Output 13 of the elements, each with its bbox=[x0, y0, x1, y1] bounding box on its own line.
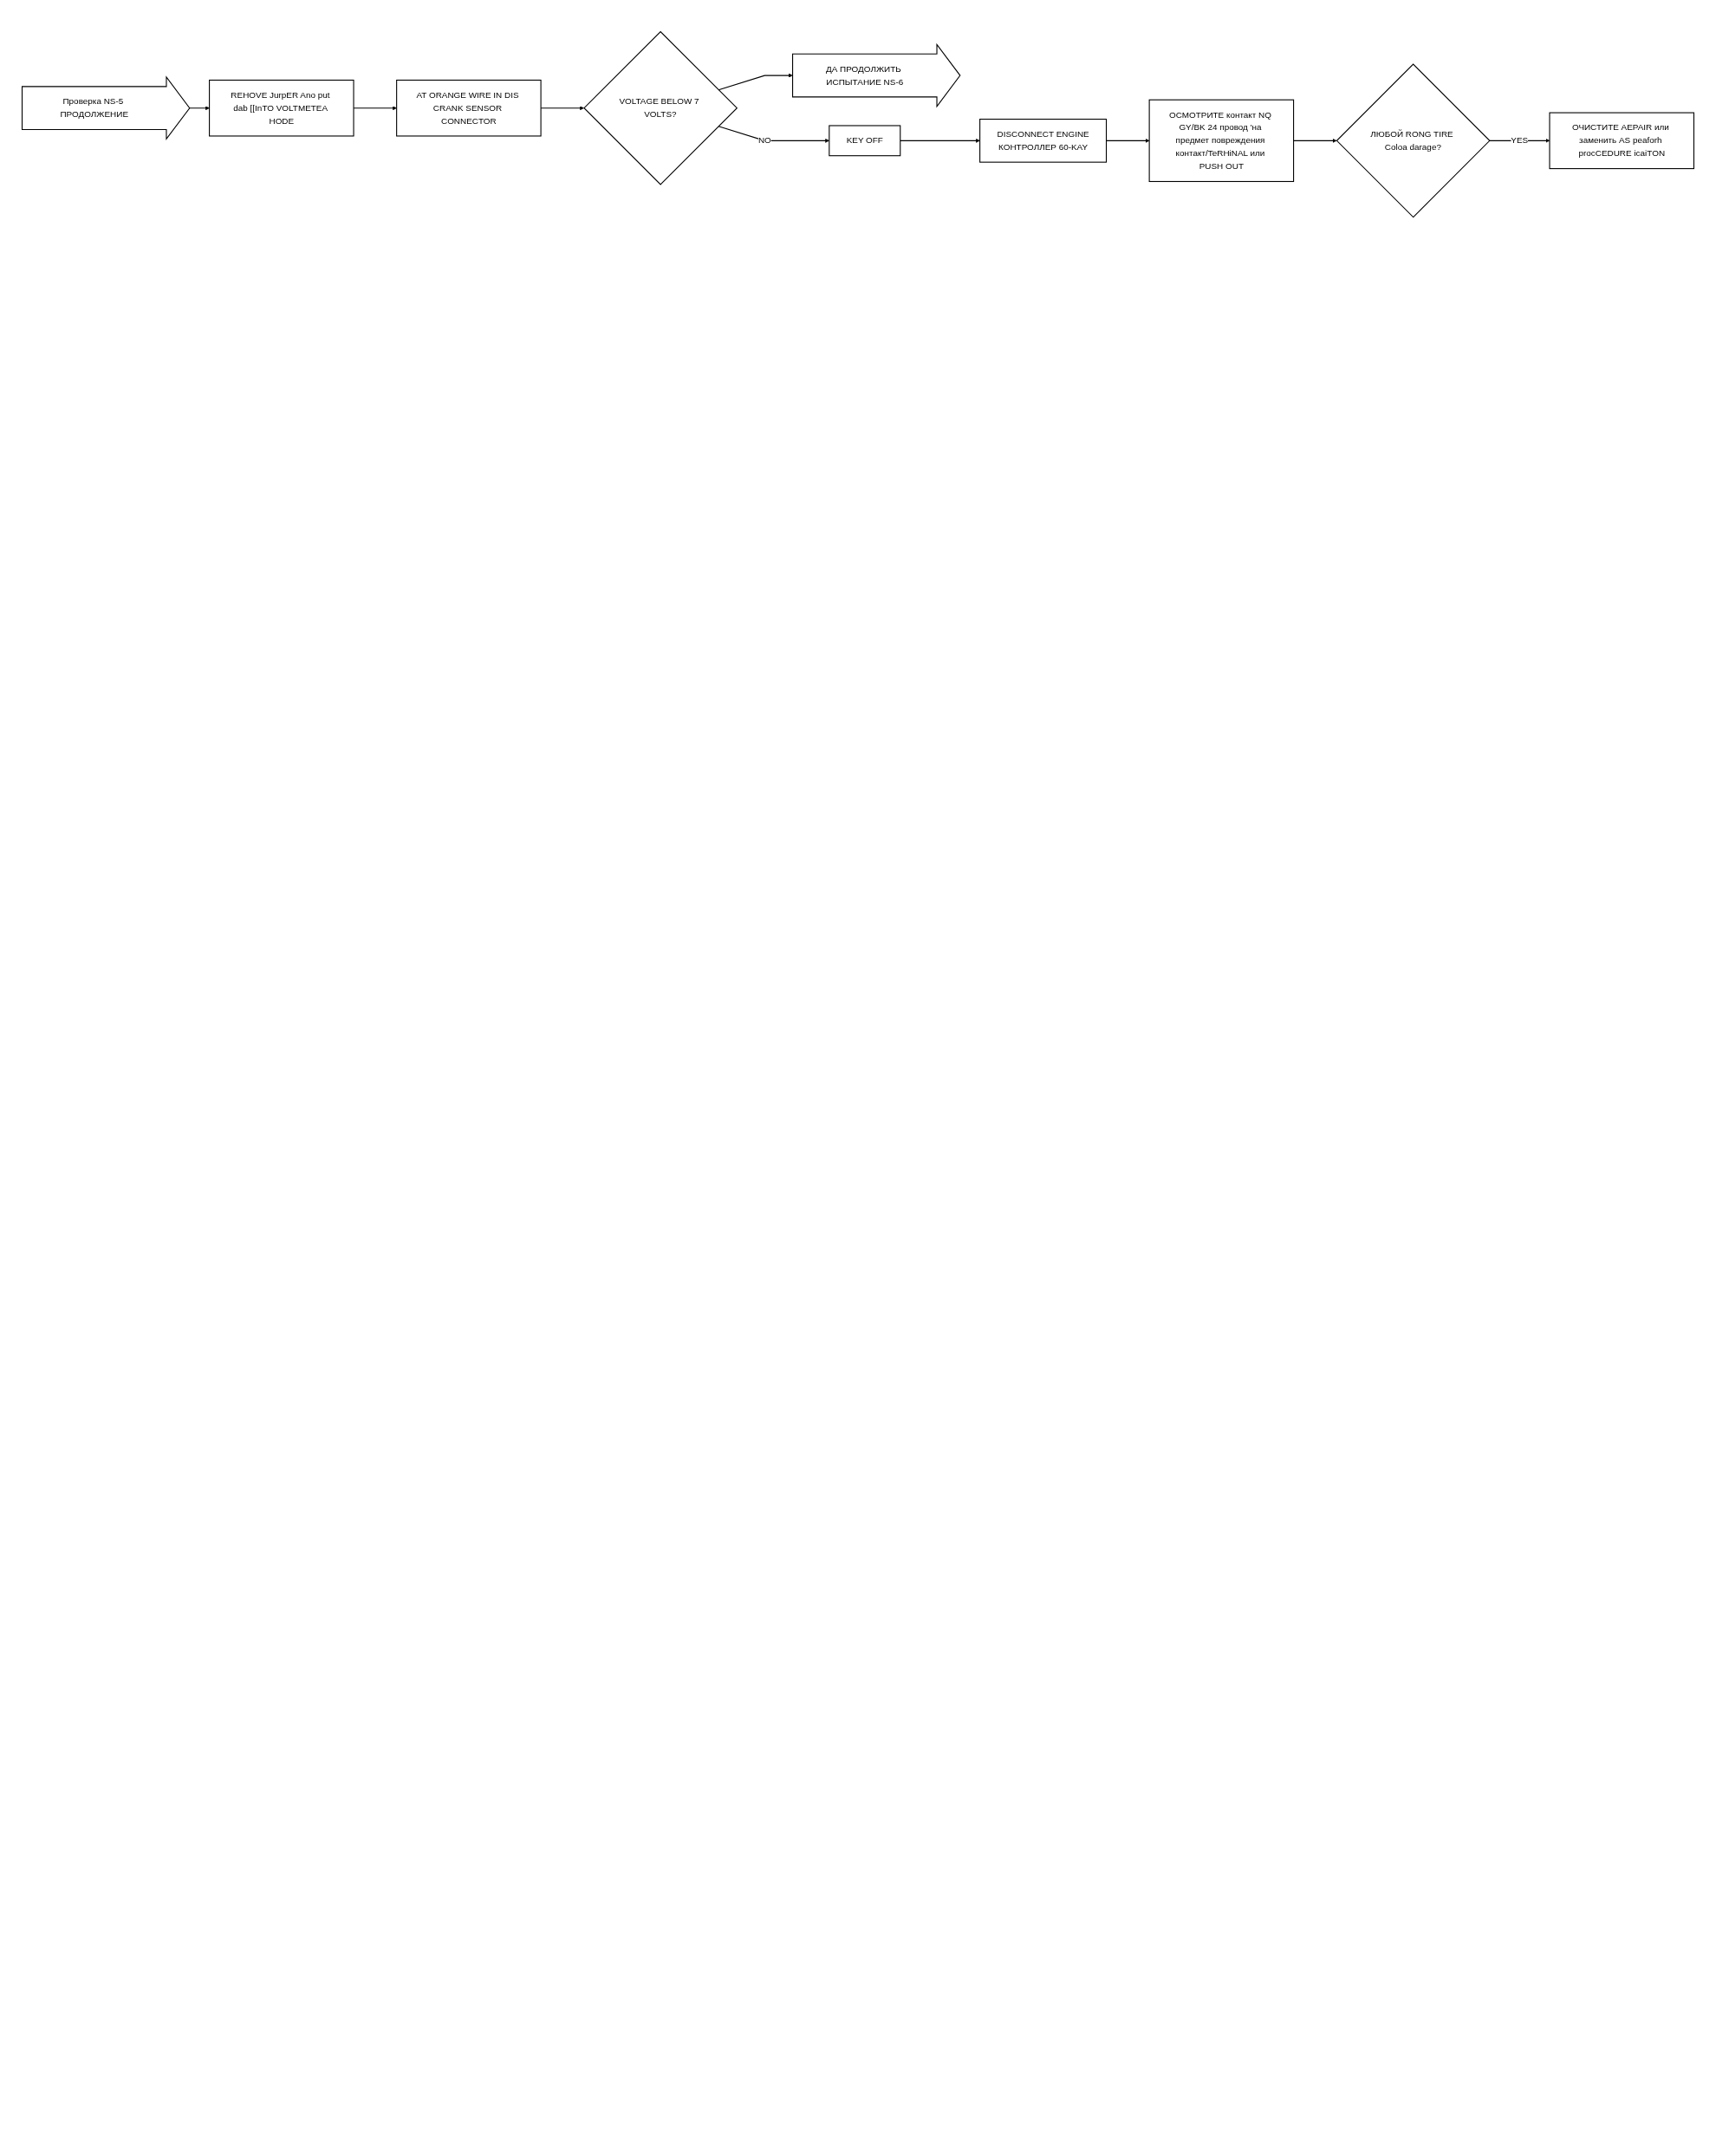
arrow bbox=[718, 73, 793, 91]
node-box: ОСМОТРИТЕ контакт NQ GY/BK 24 провод 'на предмет повреждения контакт/TeRHiNAL или PUSH OUT bbox=[1148, 99, 1295, 182]
edge-label: NO bbox=[757, 135, 771, 146]
edge-label: YES bbox=[1511, 135, 1529, 146]
node-box: ОЧИСТИТЕ AEPAIR или заменить AS peaforh procCEDURE icaiTON bbox=[1549, 112, 1695, 170]
arrow bbox=[1293, 138, 1337, 143]
node-diamond: VOLTAGE BELOW 7 VOLTS? bbox=[583, 30, 738, 185]
node-box: AT ORANGE WIRE IN DIS CRANK SENSOR CONNECTOR bbox=[396, 79, 542, 137]
arrow bbox=[900, 138, 980, 143]
node-box: REHOVE JurpER Ano put dab [[InTO VOLTMETEA HODE bbox=[209, 79, 354, 137]
node-diamond: ЛЮБОЙ RONG TIRE Coloa darage? bbox=[1336, 63, 1491, 218]
node-box: DISCONNECT ENGINE КОНТРОЛЛЕР 60-KAY bbox=[979, 119, 1108, 163]
node-box: KEY OFF bbox=[829, 125, 901, 157]
